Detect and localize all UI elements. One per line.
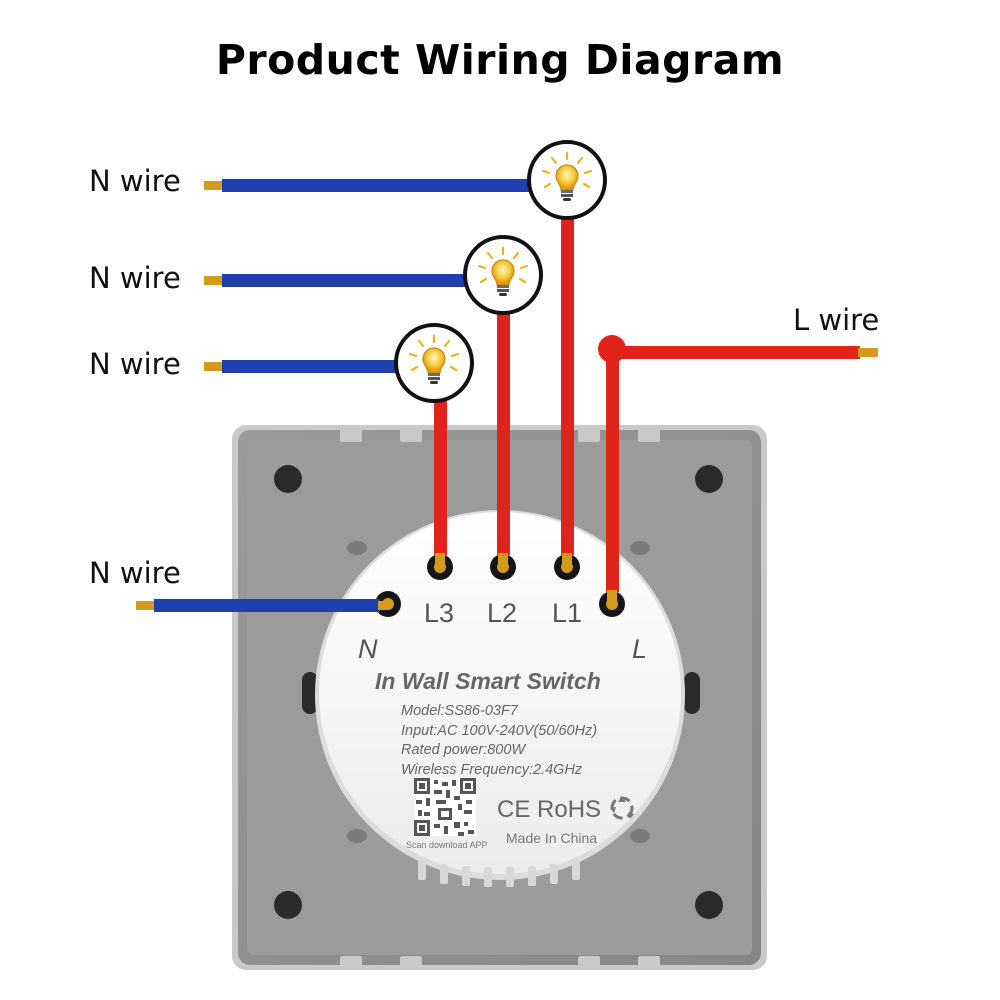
n-wire-label-3: N wire	[89, 347, 181, 381]
certification-marks: CE RoHS	[497, 796, 601, 823]
page-title: Product Wiring Diagram	[215, 36, 785, 84]
qr-code-icon	[414, 778, 476, 836]
l3-load-wire	[434, 400, 447, 567]
terminal-label-n: N	[358, 634, 378, 664]
l2-load-wire	[497, 310, 510, 567]
qr-caption: Scan download APP	[406, 840, 488, 850]
live-wires	[434, 215, 878, 604]
module-heading: In Wall Smart Switch	[375, 668, 601, 694]
n-wire-label-4: N wire	[89, 556, 181, 590]
n-wire-label-1: N wire	[89, 164, 181, 198]
neutral-wires	[136, 179, 532, 612]
module-input: Input:AC 100V-240V(50/60Hz)	[401, 723, 597, 739]
module-wireless: Wireless Frequency:2.4GHz	[401, 762, 583, 778]
module-model: Model:SS86-03F7	[401, 703, 519, 719]
terminal-label-l3: L3	[424, 598, 454, 628]
l-input-wire	[598, 335, 878, 604]
l-wire-label: L wire	[793, 303, 880, 337]
smart-switch-module	[315, 510, 685, 887]
light-bulb-icon	[463, 235, 543, 315]
n-wire-label-2: N wire	[89, 261, 181, 295]
n-wire-4	[136, 599, 388, 612]
made-in-label: Made In China	[506, 830, 597, 846]
module-rated-power: Rated power:800W	[401, 742, 526, 758]
n-wire-1	[204, 179, 532, 192]
light-bulb-icon	[527, 140, 607, 220]
terminal-label-l1: L1	[552, 598, 582, 628]
n-wire-2	[204, 274, 467, 287]
light-bulb-icon	[394, 323, 474, 403]
recycle-icon	[610, 796, 634, 820]
terminal-label-l2: L2	[487, 598, 517, 628]
terminal-label-l: L	[632, 634, 647, 664]
n-wire-3	[204, 360, 400, 373]
l1-load-wire	[561, 215, 574, 567]
